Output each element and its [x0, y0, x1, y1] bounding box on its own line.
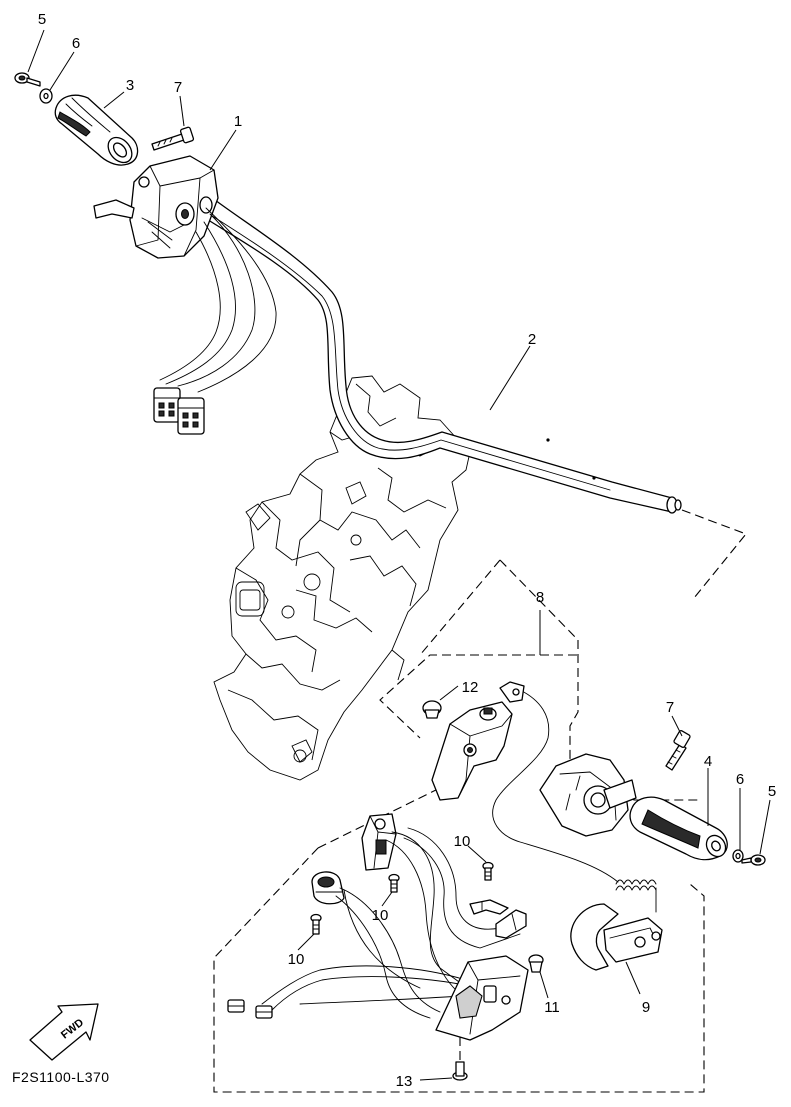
screw-kit-10b [482, 861, 494, 881]
leader-lines [27, 29, 771, 1081]
harness-connector-b [255, 1005, 273, 1019]
callout-10-left: 10 [288, 951, 305, 968]
callout-13: 13 [396, 1073, 413, 1090]
callout-1: 1 [234, 113, 242, 130]
harness-connector-a [227, 999, 245, 1013]
switch-connector-right [177, 397, 205, 435]
stop-switch-body [539, 753, 637, 837]
switch-kit-boundary-inner [499, 559, 579, 641]
right-grip [629, 796, 728, 861]
hull-structure-outline [213, 375, 471, 781]
screw-kit-10c [310, 913, 322, 935]
callout-2: 2 [528, 331, 536, 348]
right-grip-bolt [665, 730, 691, 771]
switch-kit-boundary [213, 559, 705, 1093]
handlebar [197, 199, 682, 514]
right-grip-washer [732, 849, 744, 863]
callout-9: 9 [642, 999, 650, 1016]
inline-sensor [495, 909, 527, 939]
callout-6-right: 6 [736, 771, 744, 788]
left-grip-end-screw [14, 72, 41, 87]
callout-11: 11 [544, 999, 560, 1016]
lanyard-clip [570, 903, 663, 971]
callout-10-middle: 10 [372, 907, 389, 924]
callout-3: 3 [126, 77, 134, 94]
fwd-arrow: FWD [29, 1003, 99, 1061]
left-switch-housing [93, 155, 219, 259]
handlebar-axis-line [681, 509, 747, 599]
callout-7: 7 [174, 79, 182, 96]
callout-8: 8 [536, 589, 544, 606]
switch-connector-left [153, 387, 181, 423]
bracket-nut [422, 700, 442, 719]
screw-kit-10a [388, 873, 400, 893]
callout-10-top: 10 [454, 833, 471, 850]
callout-5-right: 5 [768, 783, 776, 800]
left-grip-bolt [151, 126, 195, 151]
lanyard-cord [492, 681, 619, 883]
callout-4: 4 [704, 753, 712, 770]
callout-12: 12 [462, 679, 479, 696]
callout-labels: 5 6 3 7 1 2 8 12 7 4 6 5 10 10 10 11 9 1… [38, 11, 776, 1090]
left-grip-washer [39, 88, 53, 104]
callout-6: 6 [72, 35, 80, 52]
wire-clamp [469, 899, 509, 915]
right-grip-end-screw [741, 854, 766, 866]
start-switch-unit [361, 813, 397, 871]
switch-kit-harness [261, 827, 521, 1019]
callout-7-right: 7 [666, 699, 674, 716]
lanyard-coil [615, 879, 657, 913]
screw-kit-11 [528, 954, 544, 973]
left-grip [54, 94, 139, 166]
switch-base-plate [435, 955, 529, 1041]
screw-kit-13 [452, 1061, 468, 1081]
switch-wiring-harness [159, 207, 277, 393]
switch-bracket [431, 701, 513, 801]
drawing-code: F2S1100-L370 [12, 1069, 110, 1085]
callout-5: 5 [38, 11, 46, 28]
